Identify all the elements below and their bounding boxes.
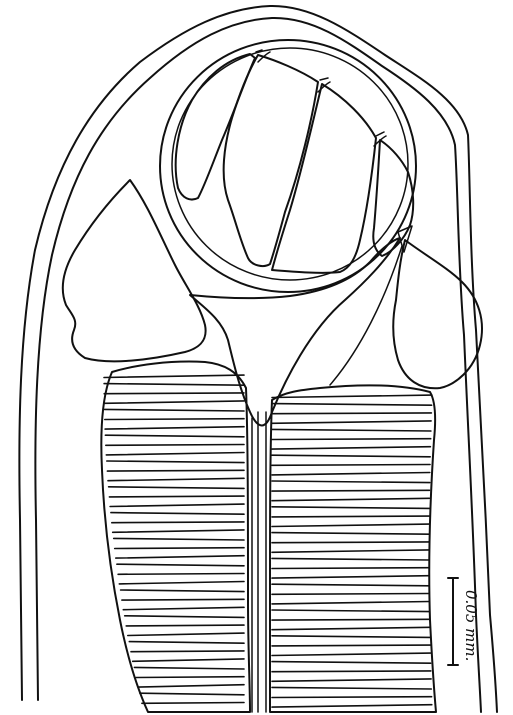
muscle-striation-left: [125, 616, 244, 618]
muscle-striation-right: [272, 533, 429, 535]
muscle-striation-right: [272, 584, 429, 586]
muscle-striation-left: [117, 564, 244, 566]
muscle-striation-right: [272, 568, 429, 569]
muscle-striation-left: [108, 478, 244, 480]
muscle-striation-left: [115, 548, 244, 549]
muscle-striation-left: [106, 453, 244, 455]
muscle-striation-right: [272, 473, 430, 475]
muscle-striation-right: [272, 455, 430, 457]
muscle-striation-left: [107, 470, 244, 471]
muscle-striation-right: [272, 671, 431, 672]
muscle-striation-right: [272, 498, 429, 500]
muscle-striation-left: [113, 530, 244, 532]
muscle-striation-left: [104, 393, 244, 394]
muscle-striation-left: [114, 538, 244, 540]
muscle-striation-right: [272, 465, 430, 466]
muscle-striation-right: [272, 558, 429, 560]
muscle-striation-left: [109, 496, 244, 497]
muscle-striation-left: [111, 513, 244, 515]
muscle-striation-left: [128, 633, 244, 635]
muscle-striation-right: [272, 404, 432, 406]
muscle-striation-right: [272, 576, 429, 578]
scale-bar: 0.05 mm.: [448, 578, 480, 665]
muscle-striation-right: [272, 524, 429, 526]
muscle-striation-left: [136, 677, 244, 678]
left-lateral-swelling: [63, 180, 206, 361]
muscle-striation-right: [272, 413, 431, 414]
muscle-striation-left: [104, 384, 244, 386]
muscle-striations-left: [104, 375, 244, 703]
muscle-striation-left: [138, 685, 244, 687]
muscle-striation-left: [134, 667, 244, 669]
muscle-striation-right: [272, 490, 430, 491]
muscle-striation-right: [272, 619, 430, 620]
muscle-striation-left: [105, 409, 245, 411]
muscle-striation-left: [104, 375, 244, 377]
muscle-striation-left: [106, 445, 244, 446]
muscle-striation-left: [112, 522, 244, 523]
muscle-striation-left: [105, 435, 244, 437]
muscle-striation-left: [131, 651, 244, 652]
muscle-striation-right: [272, 439, 431, 440]
muscle-striation-left: [129, 642, 244, 644]
muscle-striation-right: [272, 627, 430, 629]
muscle-striation-left: [126, 625, 244, 626]
muscle-striation-left: [107, 461, 244, 463]
muscle-striation-right: [272, 602, 429, 604]
muscle-striation-left: [142, 703, 244, 704]
scale-bar-label: 0.05 mm.: [462, 590, 480, 661]
muscle-striation-right: [272, 594, 429, 595]
muscle-striation-left: [105, 427, 244, 429]
muscle-striation-right: [272, 550, 429, 552]
muscle-striation-left: [109, 487, 244, 489]
muscle-striation-left: [105, 419, 244, 420]
muscle-striation-right: [272, 687, 431, 689]
muscle-striation-right: [272, 507, 429, 509]
muscle-striation-left: [133, 659, 244, 661]
muscle-striation-right: [272, 645, 430, 646]
muscle-striation-right: [272, 516, 429, 517]
muscle-striation-left: [116, 556, 244, 558]
muscle-striation-left: [118, 574, 244, 575]
muscle-striation-right: [272, 395, 432, 397]
muscle-striation-left: [110, 504, 244, 506]
head-lobe-left: [176, 54, 255, 200]
muscle-striations-right: [272, 395, 432, 707]
muscle-striation-left: [122, 599, 244, 600]
muscle-striation-right: [272, 447, 430, 449]
muscle-striation-right: [272, 636, 430, 638]
muscle-striation-right: [272, 429, 431, 431]
muscle-striation-right: [272, 481, 430, 483]
muscle-striation-right: [272, 653, 430, 655]
muscle-striation-left: [104, 401, 244, 403]
muscle-striation-right: [272, 697, 432, 698]
head-lobe-center-right: [272, 84, 376, 273]
muscle-striation-right: [272, 542, 429, 543]
muscle-striation-right: [272, 662, 431, 664]
muscle-striation-left: [123, 607, 244, 609]
muscle-striation-right: [272, 421, 431, 423]
muscle-striation-left: [140, 693, 244, 695]
muscle-striation-right: [272, 610, 430, 612]
muscle-striation-right: [272, 679, 431, 681]
right-lateral-swelling: [393, 240, 482, 388]
muscle-striation-right: [272, 705, 432, 707]
muscle-striation-left: [121, 590, 244, 592]
muscle-striation-left: [119, 582, 244, 584]
